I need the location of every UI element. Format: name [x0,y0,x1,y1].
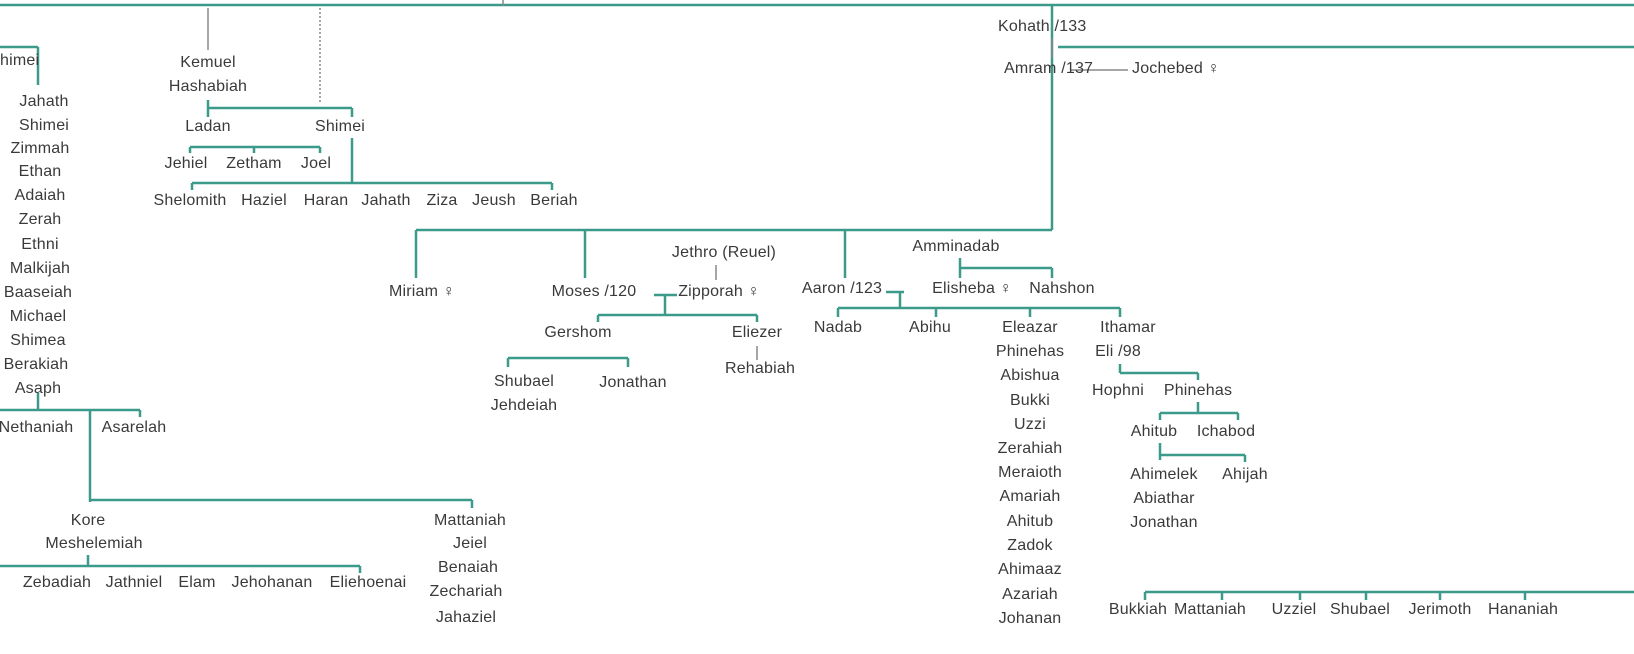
name-meraioth: Meraioth [998,464,1062,481]
name-shimei-top: himei [0,52,40,69]
name-jehdeiah: Jehdeiah [490,397,558,414]
name-jehohanan: Jehohanan [231,574,313,591]
name-jethro: Jethro (Reuel) [671,244,777,261]
name-abihu: Abihu [909,319,951,336]
name-aaron: Aaron /123 [801,280,883,297]
name-kemuel: Kemuel [180,54,236,71]
name-ahitub-b: Ahitub [1130,423,1178,440]
name-johanan: Johanan [998,610,1062,627]
name-adaiah: Adaiah [14,187,66,204]
name-baaseiah: Baaseiah [3,284,73,301]
name-asaph: Asaph [14,380,62,397]
name-zadok: Zadok [1007,537,1053,554]
name-amram: Amram /137 [1004,60,1094,77]
name-asarelah: Asarelah [101,419,167,436]
name-bukki: Bukki [1009,392,1051,409]
name-mattaniah-a: Mattaniah [433,512,507,529]
name-joel: Joel [300,155,332,172]
name-ethan: Ethan [18,163,62,180]
name-ithamar: Ithamar [1100,319,1156,336]
name-zechariah: Zechariah [429,583,503,600]
name-uzzi: Uzzi [1014,416,1046,433]
name-zetham: Zetham [226,155,282,172]
name-jerimoth: Jerimoth [1408,601,1472,618]
name-jeiel: Jeiel [453,535,487,552]
name-zerah: Zerah [18,211,62,228]
name-zerahiah: Zerahiah [997,440,1063,457]
name-azariah: Azariah [1002,586,1058,603]
name-ethni: Ethni [21,236,59,253]
name-benaiah: Benaiah [437,559,499,576]
name-shimea: Shimea [10,332,66,349]
name-amariah: Amariah [999,488,1061,505]
name-michael: Michael [9,308,67,325]
name-jahath: Jahath [19,93,69,110]
name-bukkiah: Bukkiah [1108,601,1168,618]
name-zebadiah: Zebadiah [22,574,92,591]
name-kohath: Kohath /133 [998,18,1087,35]
name-jahaziel: Jahaziel [435,609,497,626]
name-hophni: Hophni [1092,382,1144,399]
name-phinehas-a: Phinehas [995,343,1065,360]
name-malkijah: Malkijah [9,260,71,277]
name-shelomith: Shelomith [153,192,227,209]
name-phinehas-b: Phinehas [1163,382,1233,399]
name-meshelemiah: Meshelemiah [45,535,143,552]
name-ichabod: Ichabod [1196,423,1256,440]
name-nahshon: Nahshon [1029,280,1095,297]
name-jochebed: Jochebed ♀ [1132,60,1220,77]
name-eleazar: Eleazar [1002,319,1058,336]
name-miriam: Miriam ♀ [388,283,456,300]
name-gershom: Gershom [544,324,612,341]
name-shimei-b: Shimei [314,118,366,135]
name-zimmah: Zimmah [10,140,70,157]
name-jehiel: Jehiel [164,155,208,172]
name-haran: Haran [303,192,349,209]
name-amminadab: Amminadab [912,238,1000,255]
name-shimei-left: Shimei [18,117,70,134]
name-eli: Eli /98 [1095,343,1141,360]
name-jonathan-g: Jonathan [599,374,667,391]
name-jeush: Jeush [472,192,516,209]
name-ahijah: Ahijah [1222,466,1268,483]
name-jahath-b: Jahath [361,192,411,209]
name-jonathan-e: Jonathan [1130,514,1198,531]
name-ahitub-a: Ahitub [1006,513,1054,530]
name-ahimaaz: Ahimaaz [998,561,1062,578]
name-hananiah: Hananiah [1487,601,1559,618]
name-haziel: Haziel [241,192,287,209]
name-moses: Moses /120 [551,283,637,300]
name-ahimelek: Ahimelek [1130,466,1198,483]
name-jathniel: Jathniel [105,574,163,591]
name-hashabiah: Hashabiah [168,78,248,95]
name-abishua: Abishua [1000,367,1060,384]
name-eliehoenai: Eliehoenai [329,574,407,591]
name-uzziel: Uzziel [1271,601,1317,618]
name-eliezer: Eliezer [731,324,783,341]
name-mattaniah-b: Mattaniah [1173,601,1247,618]
name-nethaniah: Nethaniah [0,419,74,436]
name-zipporah: Zipporah ♀ [678,283,760,300]
name-nadab: Nadab [813,319,863,336]
name-berakiah: Berakiah [3,356,69,373]
name-ladan: Ladan [185,118,231,135]
name-abiathar: Abiathar [1133,490,1195,507]
name-beriah: Beriah [530,192,578,209]
name-kore: Kore [70,512,106,529]
name-shubael: Shubael [493,373,555,390]
name-elam: Elam [178,574,216,591]
name-ziza: Ziza [426,192,458,209]
name-elisheba: Elisheba ♀ [932,280,1012,297]
name-shubael-b: Shubael [1329,601,1391,618]
name-rehabiah: Rehabiah [724,360,796,377]
